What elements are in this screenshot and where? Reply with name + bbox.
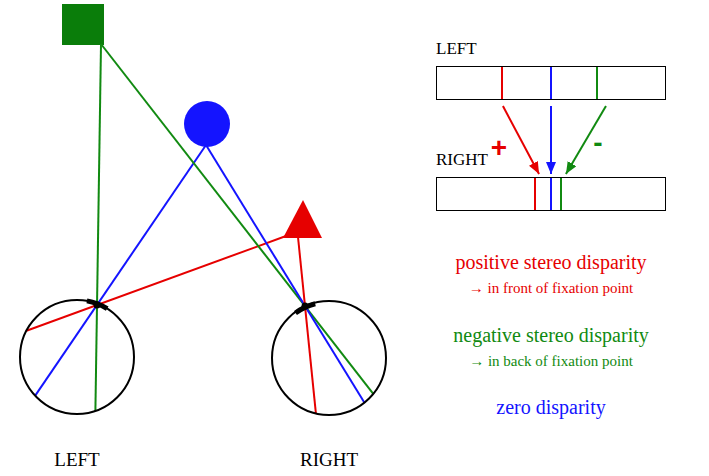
label-wrap: positive stereo disparity: [455, 251, 646, 274]
explanation-text: zero disparity: [496, 396, 605, 419]
label-wrap: negative stereo disparity: [453, 324, 649, 347]
image-mark: [550, 67, 552, 99]
disparity-arrow: [566, 106, 606, 174]
label-wrap: → in back of fixation point: [469, 353, 633, 370]
image-strip: LEFT: [436, 39, 666, 100]
nodal-point: [302, 303, 309, 310]
disparity-sign: +: [489, 131, 509, 165]
eye-label: RIGHT: [300, 449, 358, 471]
sight-line: [95, 44, 101, 411]
sight-line: [206, 145, 365, 403]
strip-heading: LEFT: [436, 39, 666, 59]
far-object-square: [62, 4, 104, 45]
image-mark: [596, 67, 598, 99]
strip-outline: [436, 66, 666, 100]
strip-outline: [436, 177, 666, 211]
image-mark: [550, 178, 552, 210]
sight-line: [101, 44, 373, 394]
image-mark: [501, 67, 503, 99]
label-wrap: → in front of fixation point: [469, 280, 634, 297]
fixation-object-circle: [184, 101, 230, 147]
disparity-sign: -: [591, 126, 604, 160]
sight-line: [35, 145, 206, 396]
sight-line: [27, 236, 287, 331]
explanation-text: → in back of fixation point: [469, 353, 633, 370]
explanation-text: → in front of fixation point: [469, 280, 634, 297]
explanation-text: negative stereo disparity: [453, 324, 649, 347]
eye-label: LEFT: [54, 449, 99, 471]
disparity-arrow: [503, 106, 539, 174]
label-wrap: LEFT: [54, 449, 99, 471]
disparity-arrow: [550, 106, 552, 174]
explanation-text: positive stereo disparity: [455, 251, 646, 274]
image-mark: [534, 178, 536, 210]
label-wrap: RIGHT: [300, 449, 358, 471]
image-strip: RIGHT: [436, 150, 666, 211]
eye-outline: [20, 300, 134, 414]
eye-outline: [272, 301, 386, 415]
near-object-triangle: [283, 200, 322, 238]
label-wrap: zero disparity: [496, 396, 605, 419]
sight-line: [298, 237, 316, 413]
eye-lens: [87, 301, 107, 309]
image-mark: [560, 178, 562, 210]
nodal-point: [94, 302, 101, 309]
strip-heading: RIGHT: [436, 150, 666, 170]
